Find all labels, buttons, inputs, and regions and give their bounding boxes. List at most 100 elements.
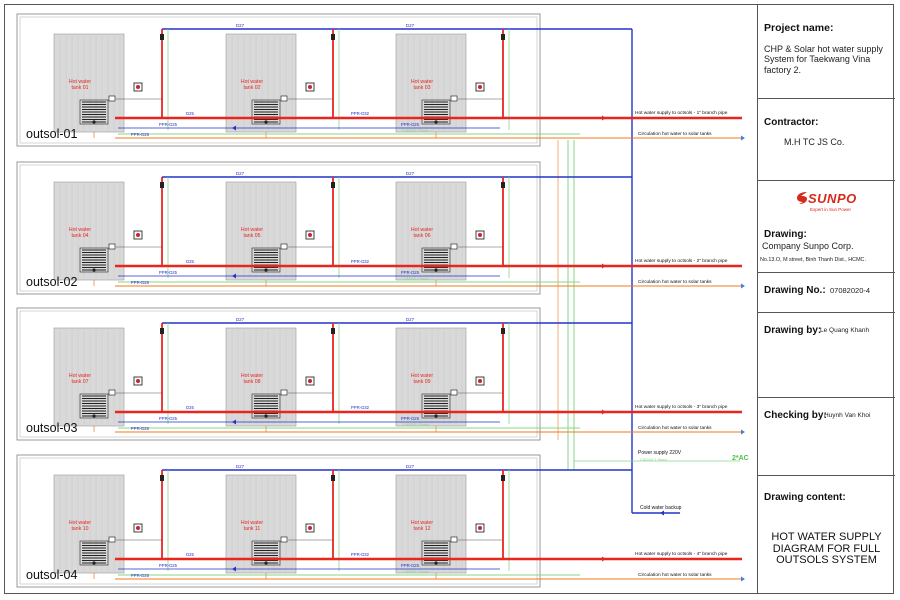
flow-arrow bbox=[602, 115, 606, 121]
outsol-outline-inner bbox=[19, 16, 538, 144]
controller-dot-icon bbox=[136, 85, 140, 89]
check-valve-icon bbox=[92, 414, 96, 418]
cold-water-label: Cold water backup bbox=[640, 505, 682, 511]
drawing-by-name: Le Quang Khanh bbox=[820, 327, 870, 334]
contractor-heading: Contractor: bbox=[764, 117, 819, 128]
flow-arrow bbox=[232, 566, 236, 572]
valve-icon bbox=[280, 95, 288, 102]
valve-icon bbox=[280, 243, 288, 250]
pipe-label-ppr32: PPR-D32 bbox=[351, 259, 370, 264]
pipe-label-ppr25: PPR-D25 bbox=[131, 280, 150, 285]
flow-arrow bbox=[232, 273, 236, 279]
valve-icon bbox=[450, 243, 458, 250]
checking-by-name: Huynh Van Khoi bbox=[824, 412, 871, 419]
tank-label-line1: Hot water bbox=[411, 373, 433, 379]
pipe-label-d27: D27 bbox=[236, 171, 245, 176]
pipe-label-ppr25: PPR-D25 bbox=[131, 426, 150, 431]
tank-label-line1: Hot water bbox=[411, 520, 433, 526]
valve-icon bbox=[108, 536, 116, 543]
pipe-label-d25: D25 bbox=[186, 405, 194, 410]
pipe-label-d27: D27 bbox=[406, 171, 415, 176]
heat-exchanger-icon bbox=[79, 99, 109, 125]
tank-label-line2: tank 03 bbox=[413, 85, 430, 91]
pipe-label-d27: D27 bbox=[236, 317, 245, 322]
flow-arrow bbox=[232, 125, 236, 131]
outsol-label: outsol-04 bbox=[26, 568, 77, 582]
heat-exchanger-icon bbox=[421, 247, 451, 273]
supply-label: Hot water supply to octsols - 1" branch … bbox=[635, 110, 728, 116]
flow-arrow bbox=[602, 263, 606, 269]
content-cell: Drawing content: HOT WATER SUPPLY DIAGRA… bbox=[758, 476, 895, 594]
outsol-outline-inner bbox=[19, 457, 538, 585]
controller-dot-icon bbox=[136, 379, 140, 383]
solar-panel bbox=[53, 474, 125, 574]
controller-dot-icon bbox=[478, 379, 482, 383]
riser-valve-icon bbox=[501, 475, 505, 481]
controller-dot-icon bbox=[136, 526, 140, 530]
outsol-outline bbox=[16, 161, 541, 295]
check-valve-icon bbox=[92, 120, 96, 124]
controller-dot-icon bbox=[478, 526, 482, 530]
tank-label-line1: Hot water bbox=[69, 79, 91, 85]
outsol-label: outsol-02 bbox=[26, 275, 77, 289]
riser-valve-icon bbox=[160, 182, 164, 188]
valve-icon bbox=[108, 243, 116, 250]
controller-dot-icon bbox=[478, 233, 482, 237]
check-valve-icon bbox=[264, 561, 268, 565]
valve-icon bbox=[108, 95, 116, 102]
drawing-no: 07082020-4 bbox=[830, 286, 871, 295]
solar-panel bbox=[53, 33, 125, 133]
check-valve-icon bbox=[434, 120, 438, 124]
circulation-label: Circulation hot water to solar tanks bbox=[638, 572, 712, 578]
valve-icon bbox=[280, 536, 288, 543]
pipe-label-ppr25: PPR-D25 bbox=[159, 270, 178, 275]
heat-exchanger-icon bbox=[251, 247, 281, 273]
heat-exchanger-icon bbox=[79, 247, 109, 273]
controller-dot-icon bbox=[308, 233, 312, 237]
check-valve-icon bbox=[434, 268, 438, 272]
tank-label-line2: tank 11 bbox=[244, 526, 261, 532]
pipe-label-ppr25: PPR-D25 bbox=[401, 122, 420, 127]
checking-by-heading: Checking by: bbox=[764, 410, 827, 421]
outsol-label: outsol-03 bbox=[26, 421, 77, 435]
flow-arrow bbox=[741, 135, 745, 141]
tank-label-line2: tank 09 bbox=[413, 379, 430, 385]
outsol-outline bbox=[16, 307, 541, 441]
flow-arrow bbox=[741, 576, 745, 582]
riser-valve-icon bbox=[331, 328, 335, 334]
check-valve-icon bbox=[434, 561, 438, 565]
solar-panel bbox=[225, 327, 297, 427]
outsol-label: outsol-01 bbox=[26, 127, 77, 141]
tank-label-line1: Hot water bbox=[241, 373, 263, 379]
project-heading: Project name: bbox=[764, 22, 834, 34]
pipe-label-d27: D27 bbox=[406, 464, 415, 469]
riser-valve-icon bbox=[160, 475, 164, 481]
pipe-label-d25: D25 bbox=[186, 259, 194, 264]
tank-label-line2: tank 02 bbox=[243, 85, 260, 91]
controller-dot-icon bbox=[308, 526, 312, 530]
valve-icon bbox=[280, 389, 288, 396]
tank-label-line1: Hot water bbox=[241, 227, 263, 233]
sun-icon bbox=[797, 192, 807, 204]
company-name: Company Sunpo Corp. bbox=[762, 241, 854, 251]
pipe-label-ppr32: PPR-D32 bbox=[351, 111, 370, 116]
drawing-no-cell: Drawing No.: 07082020-4 bbox=[758, 273, 895, 313]
tank-label-line2: tank 06 bbox=[413, 233, 430, 239]
tank-label-line2: tank 08 bbox=[243, 379, 260, 385]
project-name: CHP & Solar hot water supply System for … bbox=[764, 44, 883, 75]
pipe-label-ppr25: PPR-D25 bbox=[131, 573, 150, 578]
pipe-label-ppr32: PPR-D32 bbox=[351, 405, 370, 410]
supply-label: Hot water supply to octsols - 4" branch … bbox=[635, 551, 728, 557]
checking-by-cell: Checking by: Huynh Van Khoi bbox=[758, 398, 895, 476]
riser-valve-icon bbox=[160, 34, 164, 40]
